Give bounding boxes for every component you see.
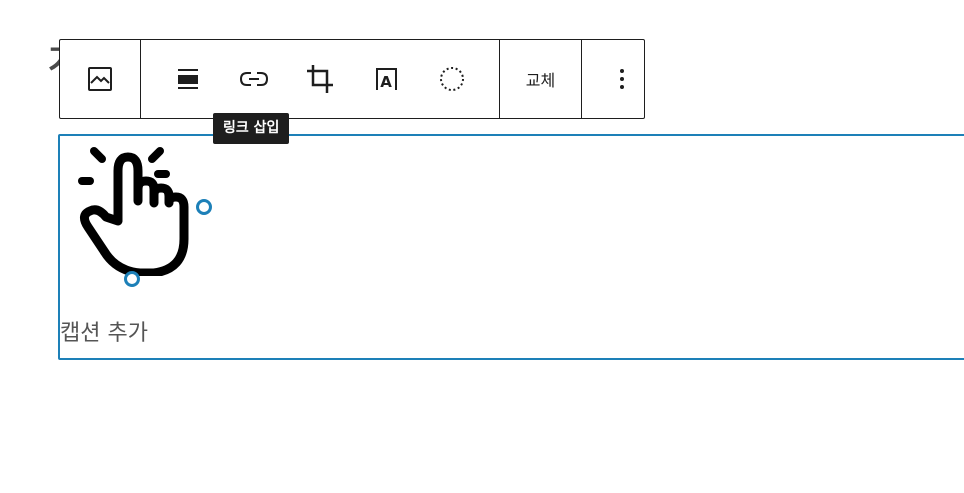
toolbar-group-block-type — [60, 40, 141, 118]
align-button[interactable] — [155, 40, 221, 118]
duotone-button[interactable] — [419, 40, 485, 118]
text-overlay-button[interactable]: A — [353, 40, 419, 118]
text-overlay-icon: A — [376, 68, 397, 91]
toolbar-group-options — [582, 40, 662, 118]
resize-handle-right[interactable] — [196, 199, 212, 215]
duotone-icon — [440, 67, 464, 91]
resize-handle-bottom[interactable] — [124, 271, 140, 287]
link-button[interactable] — [221, 40, 287, 118]
options-button[interactable] — [582, 40, 662, 118]
image-icon — [88, 67, 112, 91]
pointing-hand-click-icon — [78, 147, 189, 276]
crop-icon — [307, 65, 333, 93]
caption-input[interactable]: 캡션 추가 — [60, 321, 148, 346]
image-block[interactable]: 캡션 추가 — [58, 134, 964, 360]
crop-button[interactable] — [287, 40, 353, 118]
link-tooltip: 링크 삽입 — [213, 113, 290, 144]
more-vertical-icon — [620, 69, 624, 89]
toolbar-group-tools: A — [141, 40, 500, 118]
block-toolbar: A 교체 — [59, 39, 645, 119]
replace-button[interactable]: 교체 — [525, 71, 556, 90]
svg-text:A: A — [380, 73, 392, 91]
link-icon — [240, 72, 268, 86]
toolbar-group-replace: 교체 — [500, 40, 582, 118]
align-icon — [178, 69, 198, 89]
image-block-type-button[interactable] — [60, 40, 140, 118]
